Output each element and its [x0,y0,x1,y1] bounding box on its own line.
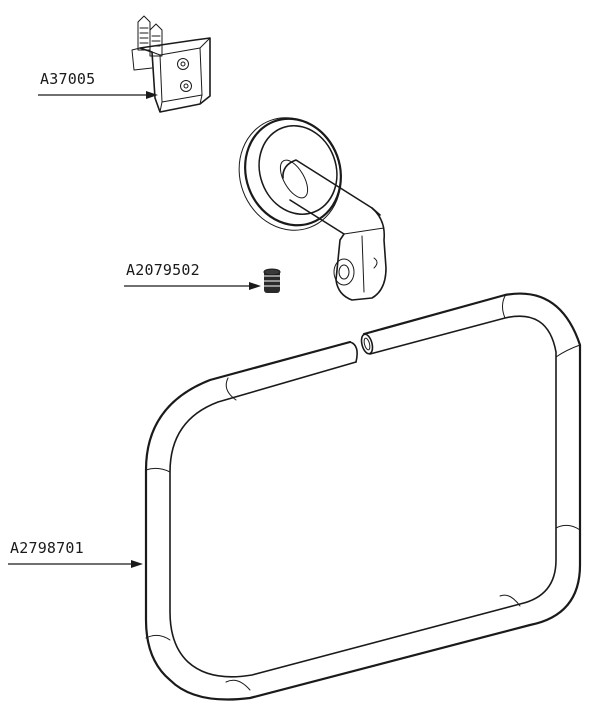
part-label-towel-ring: A2798701 [10,539,84,557]
set-screw [263,268,281,293]
label-group-towel-ring: A2798701 [8,539,143,568]
arrowhead-bracket [146,91,158,99]
part-label-bracket: A37005 [40,70,95,88]
wall-mount-arm [238,117,387,301]
mounting-bracket [131,15,211,113]
label-group-set-screw: A2079502 [124,261,261,290]
arrowhead-towel-ring [131,560,143,568]
arrowhead-set-screw [249,282,261,290]
part-label-set-screw: A2079502 [126,261,200,279]
towel-ring [144,292,582,701]
label-group-bracket: A37005 [38,70,158,99]
